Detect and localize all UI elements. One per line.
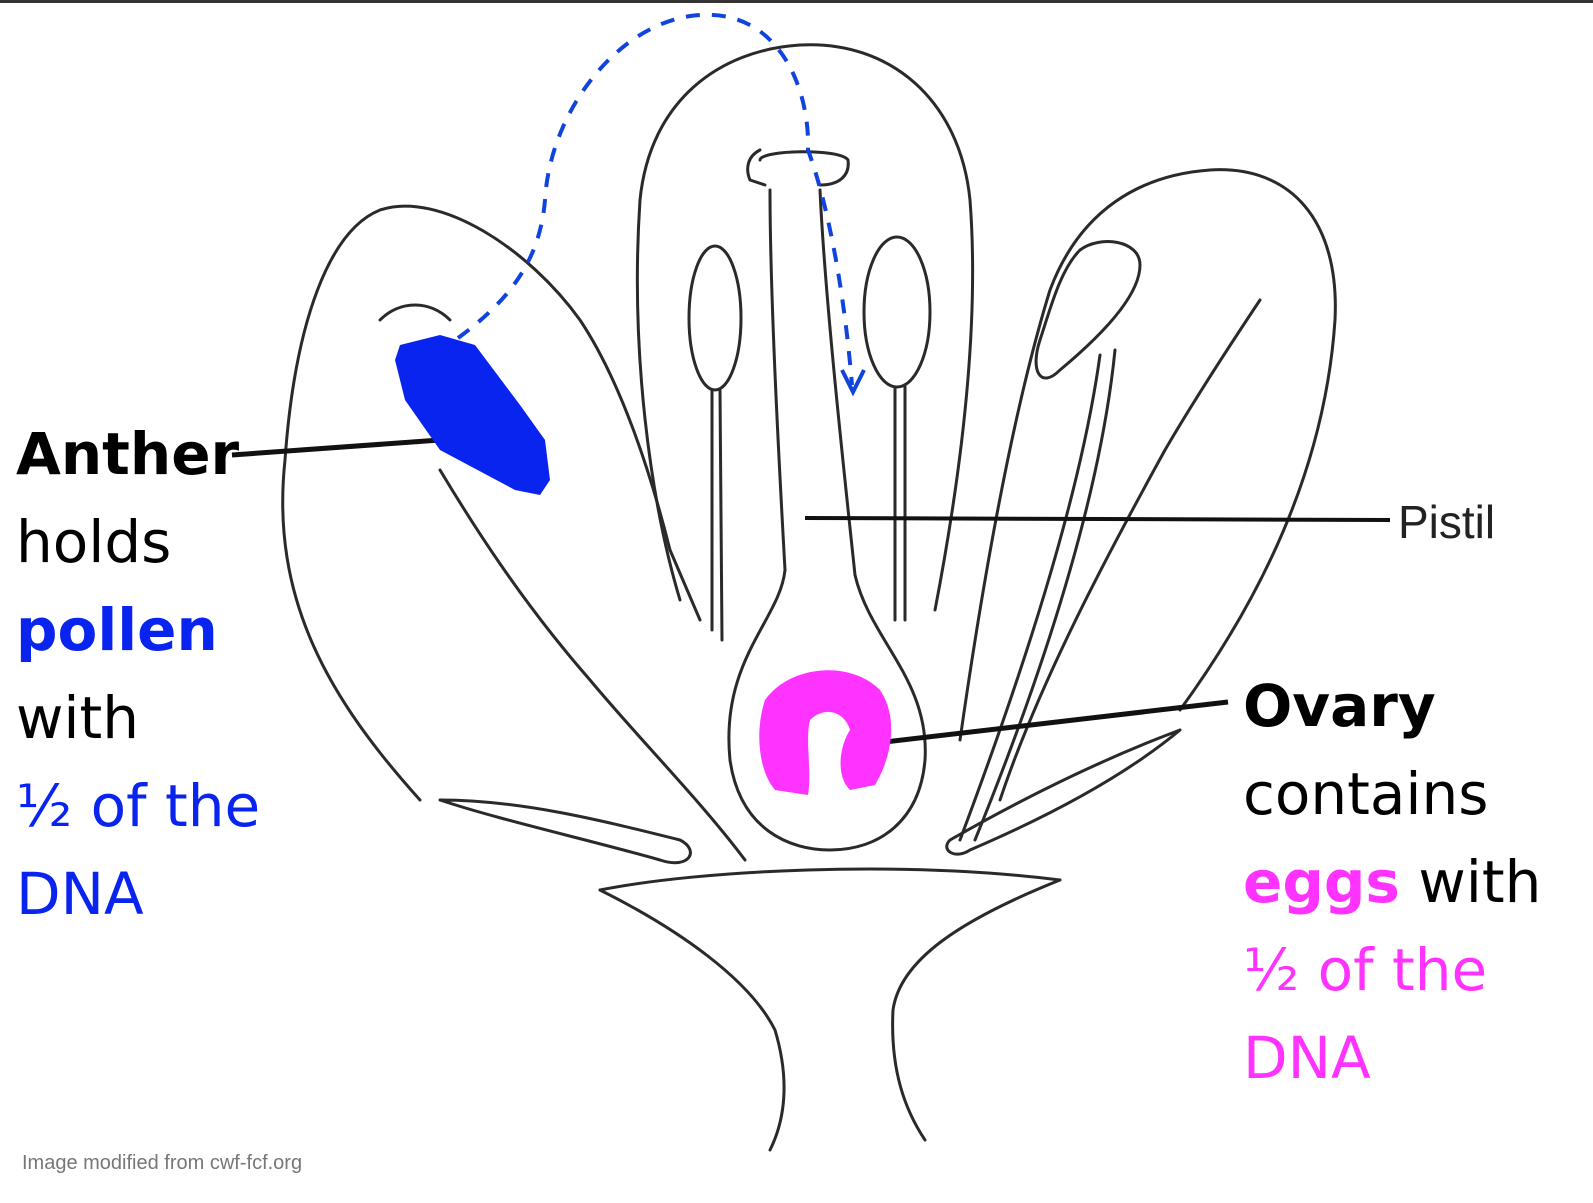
pistil-label: Pistil (1398, 495, 1495, 549)
eggs-with: with (1400, 848, 1542, 916)
right-stamen (864, 237, 930, 387)
right-petal (960, 170, 1335, 740)
pollen-anther-highlight (395, 335, 550, 495)
ovary-line-eggs: eggs with (1243, 838, 1541, 926)
anther-caption: Anther holds pollen with ½ of the DNA (16, 410, 260, 938)
pollination-arrow (458, 15, 852, 385)
receptacle (600, 869, 1060, 890)
image-credit: Image modified from cwf-fcf.org (22, 1152, 302, 1175)
eggs-word: eggs (1243, 848, 1400, 916)
ovary-line-contains: contains (1243, 750, 1541, 838)
pollen-word: pollen (16, 586, 260, 674)
anther-line-dna: DNA (16, 850, 260, 938)
ovary-line-dna: DNA (1243, 1014, 1541, 1102)
eggs-highlight (759, 670, 891, 795)
anther-line-holds: holds (16, 498, 260, 586)
pistil-style (770, 190, 785, 570)
anther-line-half: ½ of the (16, 762, 260, 850)
anther-line-with: with (16, 674, 260, 762)
ovary-title: Ovary (1243, 662, 1541, 750)
far-right-stamen (1036, 242, 1140, 378)
center-petal (637, 45, 972, 610)
ovary-caption: Ovary contains eggs with ½ of the DNA (1243, 662, 1541, 1102)
anther-title: Anther (16, 410, 260, 498)
ovary-line-half: ½ of the (1243, 926, 1541, 1014)
left-stamen (689, 246, 741, 390)
